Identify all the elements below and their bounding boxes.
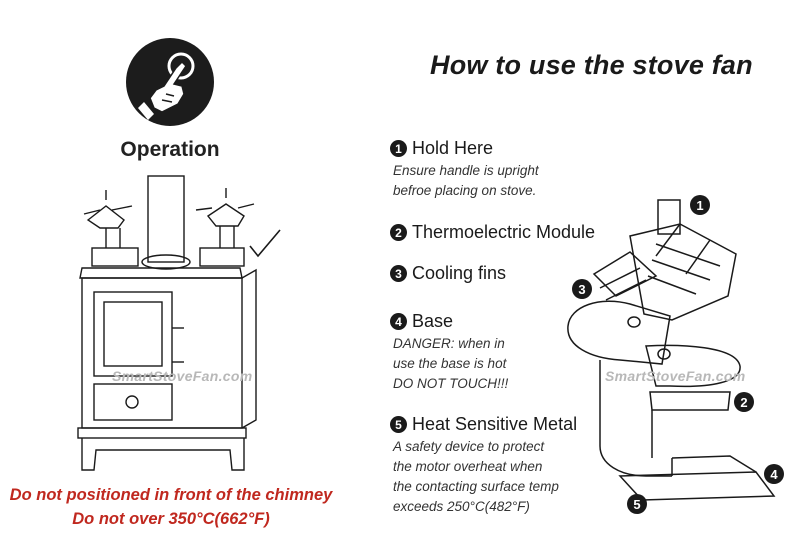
callout-2: 2 xyxy=(734,392,754,412)
callout-1: 1 xyxy=(690,195,710,215)
warning-line-1: Do not positioned in front of the chimne… xyxy=(9,486,333,504)
item-number: 1 xyxy=(390,140,407,157)
item-thermoelectric-module: 2 Thermoelectric Module xyxy=(390,222,595,243)
watermark-right: SmartStoveFan.com xyxy=(605,368,746,384)
item-label: Base xyxy=(412,311,454,331)
watermark-left: SmartStoveFan.com xyxy=(112,368,253,384)
operation-label: Operation xyxy=(120,138,220,161)
item-label: Hold Here xyxy=(412,138,494,158)
item-number: 2 xyxy=(390,224,407,241)
warning-line-2: Do not over 350°C(662°F) xyxy=(72,510,270,528)
operation-icon-badge xyxy=(126,38,214,126)
item-description-line: use the base is hot xyxy=(393,356,507,371)
stove-fan-illustration xyxy=(567,199,776,501)
item-description-line: befroe placing on stove. xyxy=(393,183,537,198)
item-description-line: DO NOT TOUCH!!! xyxy=(393,376,509,391)
warning-text: Do not positioned in front of the chimne… xyxy=(0,483,342,531)
item-base: 4 Base DANGER: when in use the base is h… xyxy=(390,311,508,394)
callout-5: 5 xyxy=(627,494,647,514)
item-description-line: the contacting surface temp xyxy=(393,479,559,494)
stove-illustration xyxy=(77,175,281,471)
item-number: 5 xyxy=(390,416,407,433)
item-description-line: A safety device to protect xyxy=(393,439,545,454)
item-label: Cooling fins xyxy=(412,263,507,283)
item-label: Heat Sensitive Metal xyxy=(412,414,578,434)
item-description-line: Ensure handle is upright xyxy=(393,163,539,178)
item-description-line: DANGER: when in xyxy=(393,336,505,351)
item-heat-sensitive-metal: 5 Heat Sensitive Metal A safety device t… xyxy=(390,414,577,517)
item-hold-here: 1 Hold Here Ensure handle is upright bef… xyxy=(390,138,539,201)
item-number: 3 xyxy=(390,265,407,282)
page-title: How to use the stove fan xyxy=(430,50,753,80)
callout-4: 4 xyxy=(764,464,784,484)
item-number: 4 xyxy=(390,313,407,330)
item-description-line: exceeds 250°C(482°F) xyxy=(393,499,530,514)
callout-3: 3 xyxy=(572,279,592,299)
item-label: Thermoelectric Module xyxy=(412,222,596,242)
item-description-line: the motor overheat when xyxy=(393,459,543,474)
item-cooling-fins: 3 Cooling fins xyxy=(390,263,506,284)
tap-hand-icon xyxy=(138,52,195,120)
